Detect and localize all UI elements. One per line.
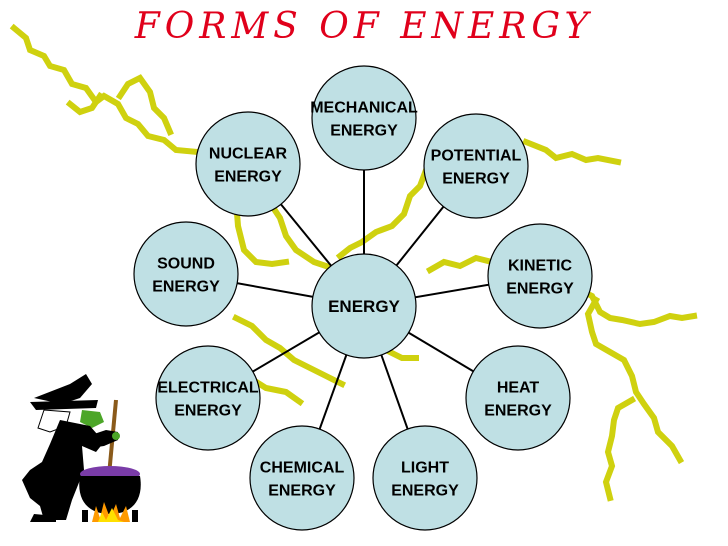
lightning-bolts [9, 23, 698, 502]
node-sound: SOUND ENERGY [133, 221, 239, 327]
center-node: ENERGY [311, 253, 417, 359]
label-electrical-line-2: ENERGY [174, 403, 242, 420]
node-nuclear: NUCLEAR ENERGY [195, 111, 301, 217]
label-potential-line-2: ENERGY [442, 171, 510, 188]
node-potential: POTENTIAL ENERGY [423, 113, 529, 219]
label-potential-line-1: POTENTIAL [431, 148, 522, 165]
circle-potential [423, 113, 529, 219]
label-heat-line-2: ENERGY [484, 403, 552, 420]
witch-cauldron-illustration [22, 374, 141, 522]
label-kinetic-line-2: ENERGY [506, 281, 574, 298]
center-circle [311, 253, 417, 359]
circle-kinetic [487, 223, 593, 329]
label-nuclear-line-2: ENERGY [214, 169, 282, 186]
center-label: ENERGY [328, 297, 400, 316]
node-chemical: CHEMICAL ENERGY [249, 425, 355, 531]
node-electrical: ELECTRICAL ENERGY [155, 345, 261, 451]
node-kinetic: KINETIC ENERGY [487, 223, 593, 329]
label-sound-line-1: SOUND [157, 256, 215, 273]
label-sound-line-2: ENERGY [152, 279, 220, 296]
label-mechanical-line-2: ENERGY [330, 123, 398, 140]
circle-light [372, 425, 478, 531]
label-light-line-1: LIGHT [401, 460, 449, 477]
label-nuclear-line-1: NUCLEAR [209, 146, 288, 163]
label-kinetic-line-1: KINETIC [508, 258, 572, 275]
circle-nuclear [195, 111, 301, 217]
slide-title: FORMS OF ENERGY [134, 6, 594, 47]
circle-heat [465, 345, 571, 451]
energy-nodes: MECHANICAL ENERGY POTENTIAL ENERGY KINETIC EN… [133, 65, 593, 531]
label-chemical-line-2: ENERGY [268, 483, 336, 500]
node-heat: HEAT ENERGY [465, 345, 571, 451]
circle-mechanical [311, 65, 417, 171]
label-heat-line-1: HEAT [497, 380, 540, 397]
node-light: LIGHT ENERGY [372, 425, 478, 531]
circle-electrical [155, 345, 261, 451]
label-chemical-line-1: CHEMICAL [260, 460, 345, 477]
circle-chemical [249, 425, 355, 531]
label-electrical-line-1: ELECTRICAL [157, 380, 259, 397]
label-light-line-2: ENERGY [391, 483, 459, 500]
label-mechanical-line-1: MECHANICAL [310, 100, 418, 117]
node-mechanical: MECHANICAL ENERGY [310, 65, 418, 171]
circle-sound [133, 221, 239, 327]
